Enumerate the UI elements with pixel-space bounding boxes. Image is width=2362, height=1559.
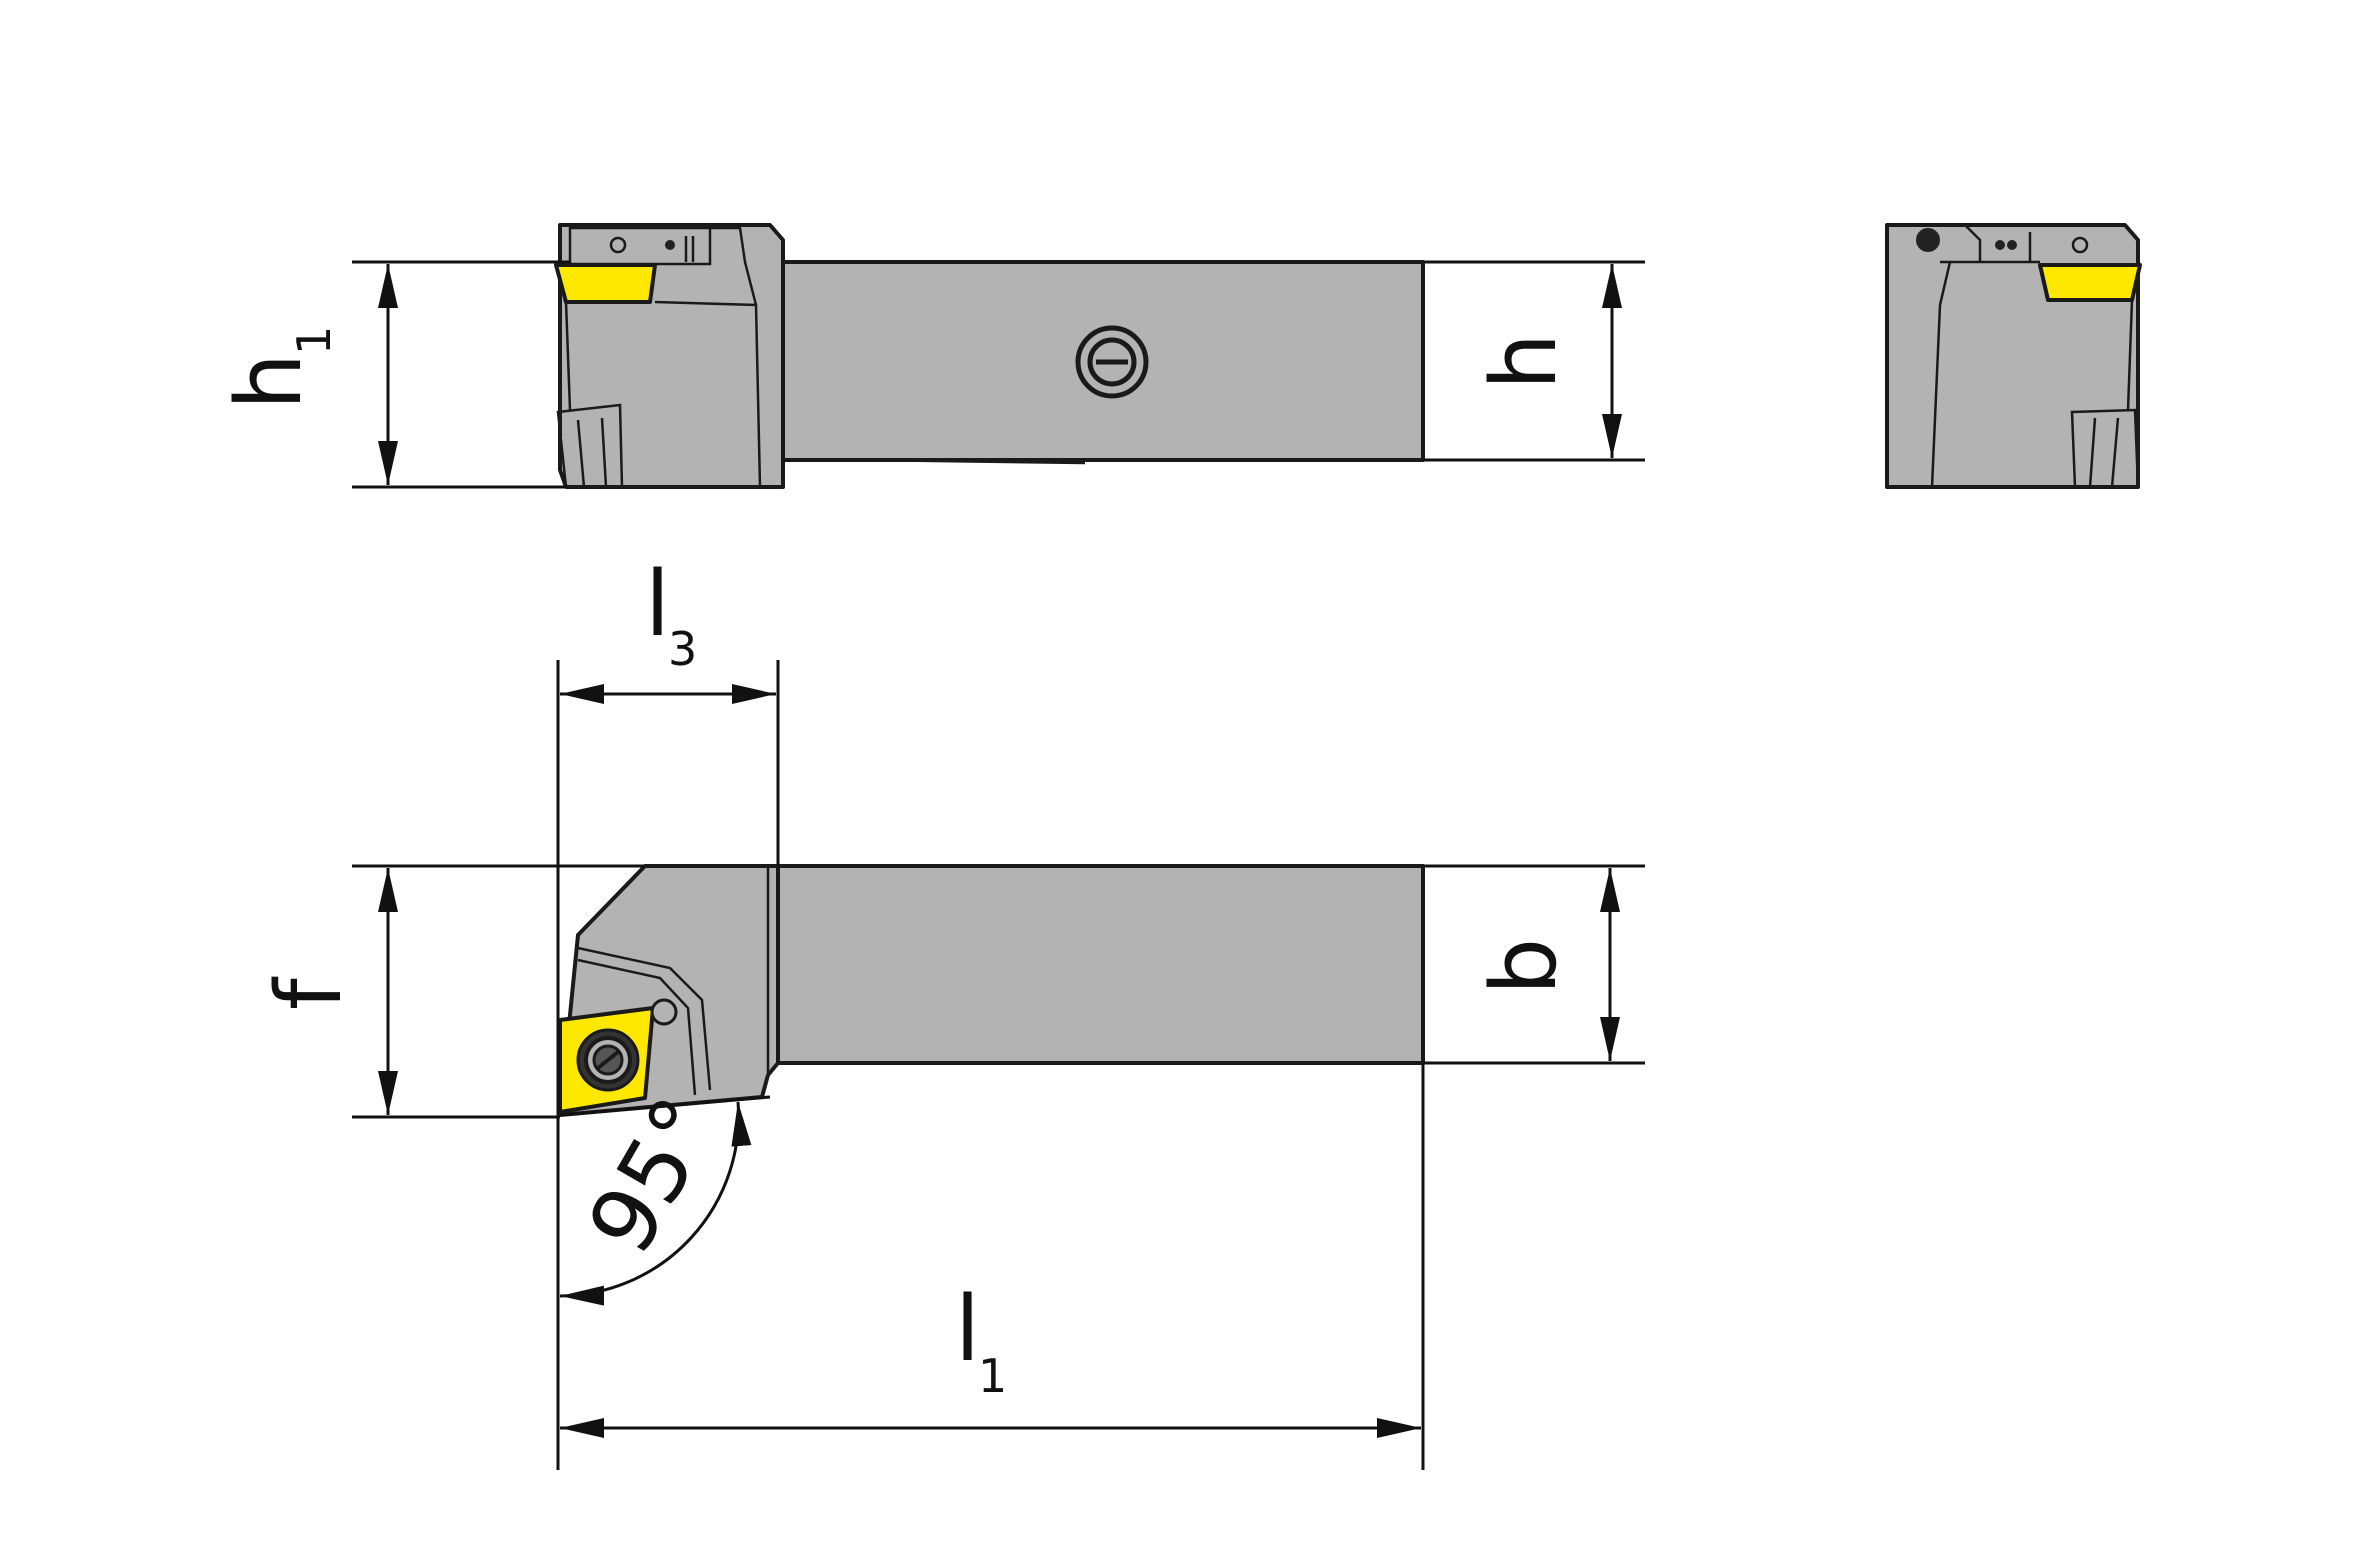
l1-subscript: 1 — [978, 1349, 1007, 1403]
side-view-screw-icon — [1075, 325, 1149, 399]
h1-label: h — [217, 353, 322, 410]
dimension-b: b — [1423, 864, 1645, 1065]
dimension-l1: l 1 — [556, 1063, 1425, 1470]
dimension-h: h — [1423, 260, 1645, 462]
insert-screw-icon — [576, 1028, 640, 1092]
h1-subscript: 1 — [287, 326, 341, 355]
l1-label: l — [955, 1277, 980, 1382]
side-view — [554, 223, 1425, 489]
b-label: b — [1472, 938, 1577, 995]
plan-view — [558, 864, 1425, 1117]
dimension-h1: h 1 — [217, 260, 570, 489]
side-view-insert — [554, 263, 657, 304]
f-label: f — [257, 976, 362, 1010]
h-label: h — [1472, 333, 1577, 390]
l3-label: l — [645, 552, 670, 657]
end-view-insert — [2038, 263, 2142, 302]
l3-subscript: 3 — [668, 622, 697, 676]
end-view — [1885, 223, 2142, 489]
dimension-l3: l 3 — [556, 552, 780, 1115]
dimension-f: f — [257, 864, 645, 1119]
plan-view-shank — [776, 864, 1425, 1065]
dimension-angle: 95° — [559, 1080, 771, 1306]
